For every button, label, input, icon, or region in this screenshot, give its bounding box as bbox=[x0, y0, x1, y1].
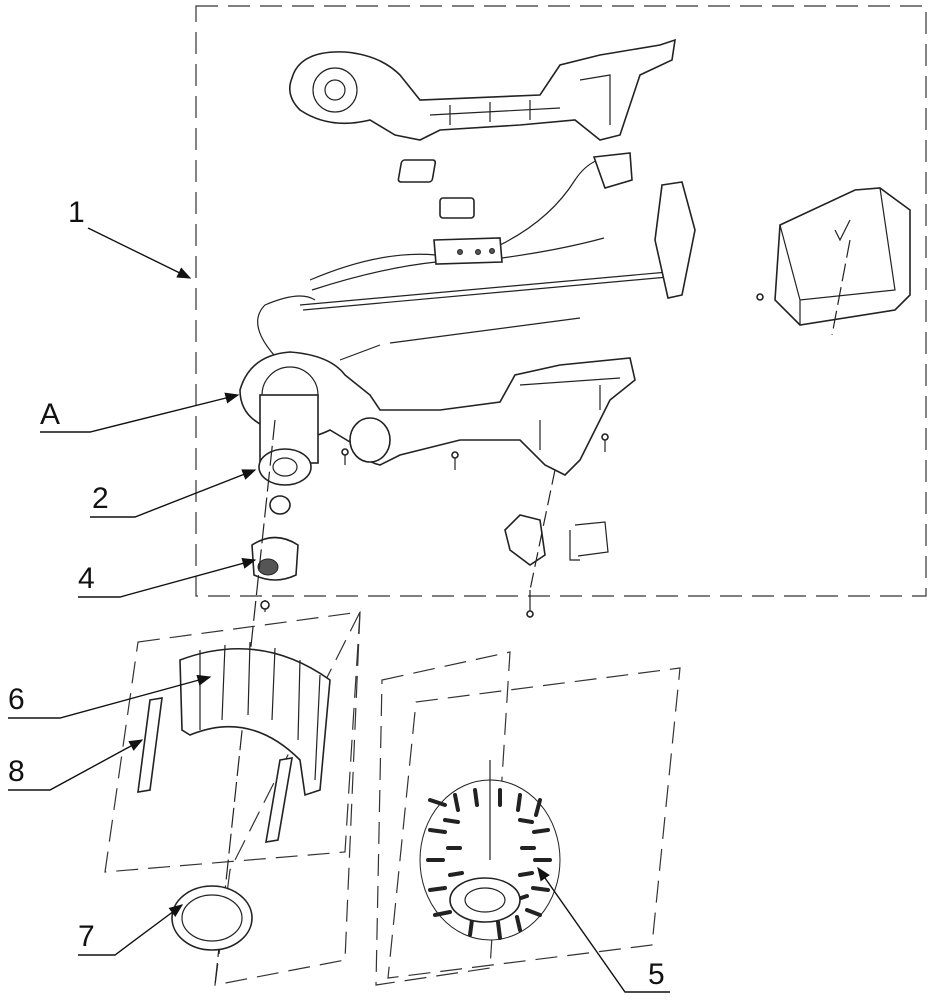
label-5: 5 bbox=[648, 960, 665, 990]
switch-parts bbox=[300, 153, 668, 310]
leader-lines bbox=[8, 228, 670, 992]
gasket-part bbox=[655, 182, 695, 298]
label-2: 2 bbox=[92, 484, 109, 514]
label-8: 8 bbox=[8, 757, 25, 787]
ring-part-7 bbox=[172, 886, 252, 950]
brush-part-5 bbox=[420, 760, 560, 940]
label-6: 6 bbox=[8, 685, 25, 715]
sleeve-part-6 bbox=[180, 642, 330, 795]
end-cover-part bbox=[757, 188, 910, 335]
lower-housing-part bbox=[240, 352, 635, 485]
bracket-part bbox=[505, 515, 545, 565]
label-1: 1 bbox=[68, 198, 85, 228]
label-4: 4 bbox=[78, 564, 95, 594]
upper-housing-part bbox=[290, 40, 675, 140]
label-a: A bbox=[40, 400, 60, 430]
label-7: 7 bbox=[78, 922, 95, 952]
clip-part bbox=[570, 522, 608, 560]
